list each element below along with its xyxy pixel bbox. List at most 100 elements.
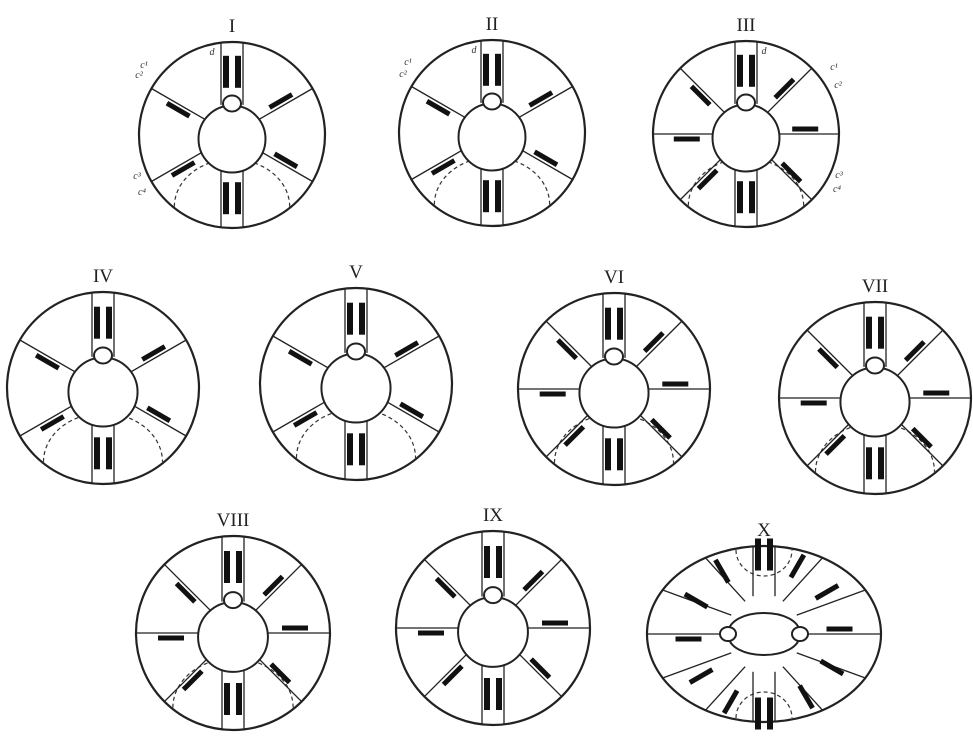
muscle-band (755, 698, 761, 730)
mesentery-line (636, 321, 682, 367)
mesentery-letter: c² (135, 70, 143, 81)
siphonoglyph (483, 94, 501, 110)
muscle-band (418, 631, 444, 636)
pharynx (459, 104, 526, 171)
pharynx (198, 602, 268, 672)
siphonoglyph (605, 348, 623, 364)
mesentery-letter: c² (834, 80, 842, 91)
figure-numeral: VII (862, 276, 888, 297)
mesentery-line (807, 330, 853, 376)
mesentery-line (680, 68, 724, 112)
muscle-band (347, 433, 353, 465)
mesentery-line (130, 404, 186, 436)
pharynx (458, 597, 528, 667)
muscle-band (878, 447, 884, 479)
figure-IV: IV (7, 266, 199, 484)
pharynx (321, 353, 390, 422)
mesentery-line (383, 336, 439, 368)
mesentery-line (706, 667, 746, 710)
mesentery-line (546, 321, 592, 367)
mesentery-line (151, 89, 205, 120)
mesentery-line (424, 559, 470, 605)
figure-numeral: VIII (217, 510, 250, 531)
muscle-band (866, 317, 872, 349)
mesentery-letter: c³ (133, 171, 141, 182)
mesentery-line (20, 404, 76, 436)
muscle-band (223, 56, 229, 88)
mesentery-line (273, 400, 329, 432)
figure-numeral: VI (604, 267, 624, 288)
muscle-band (359, 303, 365, 335)
mesentery-line (164, 564, 210, 610)
figure-I: Idc¹c²c³c⁴ (133, 16, 325, 228)
muscle-band (158, 636, 184, 641)
muscle-band (755, 539, 761, 571)
figure-VII: VII (779, 276, 971, 494)
muscle-band (689, 667, 714, 684)
muscle-band (542, 621, 568, 626)
mesentery-letter: c¹ (830, 62, 837, 73)
figure-numeral: X (757, 520, 771, 541)
muscle-band (617, 438, 623, 470)
muscle-band (495, 54, 501, 86)
mesentery-line (255, 564, 301, 610)
figure-numeral: IX (483, 505, 503, 526)
siphonoglyph (224, 592, 242, 608)
muscle-band (617, 308, 623, 340)
figure-numeral: V (349, 262, 363, 283)
mesentery-letter: c⁴ (833, 184, 841, 195)
pharynx-lobe (792, 627, 808, 641)
siphonoglyph (484, 587, 502, 603)
muscle-band (819, 659, 844, 676)
muscle-band (749, 55, 755, 87)
muscle-band (224, 551, 230, 583)
muscle-band (495, 180, 501, 212)
muscle-band (235, 182, 241, 214)
mesentery-line (897, 330, 943, 376)
muscle-band (878, 317, 884, 349)
muscle-band (496, 678, 502, 710)
muscle-band (94, 307, 100, 339)
muscle-band (767, 539, 773, 571)
muscle-band (484, 678, 490, 710)
muscle-band (94, 437, 100, 469)
mesentery-line (411, 87, 465, 118)
mesentery-letter: c² (399, 69, 407, 80)
muscle-band (827, 627, 853, 632)
mesentery-line (258, 89, 312, 120)
muscle-band (797, 684, 814, 709)
mesentery-line (20, 340, 76, 372)
pharynx (199, 106, 266, 173)
mesentery-line (663, 653, 732, 678)
figure-VIII: VIII (136, 510, 330, 730)
muscle-band (713, 559, 730, 584)
figure-X: X (647, 520, 881, 730)
muscle-band (662, 382, 688, 387)
mesentery-line (897, 420, 943, 466)
mesentery-line (783, 558, 823, 601)
muscle-band (866, 447, 872, 479)
figure-numeral: III (737, 15, 756, 36)
pharynx (840, 367, 909, 436)
muscle-band (792, 127, 818, 132)
muscle-band (923, 391, 949, 396)
muscle-band (605, 438, 611, 470)
mesentery-line (515, 559, 561, 605)
figure-numeral: II (486, 14, 499, 35)
pharynx (728, 613, 800, 655)
figure-numeral: IV (93, 266, 113, 287)
mesentery-line (546, 411, 592, 457)
figure-numeral: I (229, 16, 235, 37)
mesentery-letter: c⁴ (138, 187, 146, 198)
mesentery-letter: d (762, 46, 768, 57)
muscle-band (484, 546, 490, 578)
mesentery-line (164, 655, 210, 701)
muscle-band (737, 55, 743, 87)
figure-III: IIIdc¹c²c³c⁴ (653, 15, 844, 227)
mesentery-line (767, 155, 811, 199)
muscle-band (236, 683, 242, 715)
mesentery-line (807, 420, 853, 466)
muscle-band (347, 303, 353, 335)
